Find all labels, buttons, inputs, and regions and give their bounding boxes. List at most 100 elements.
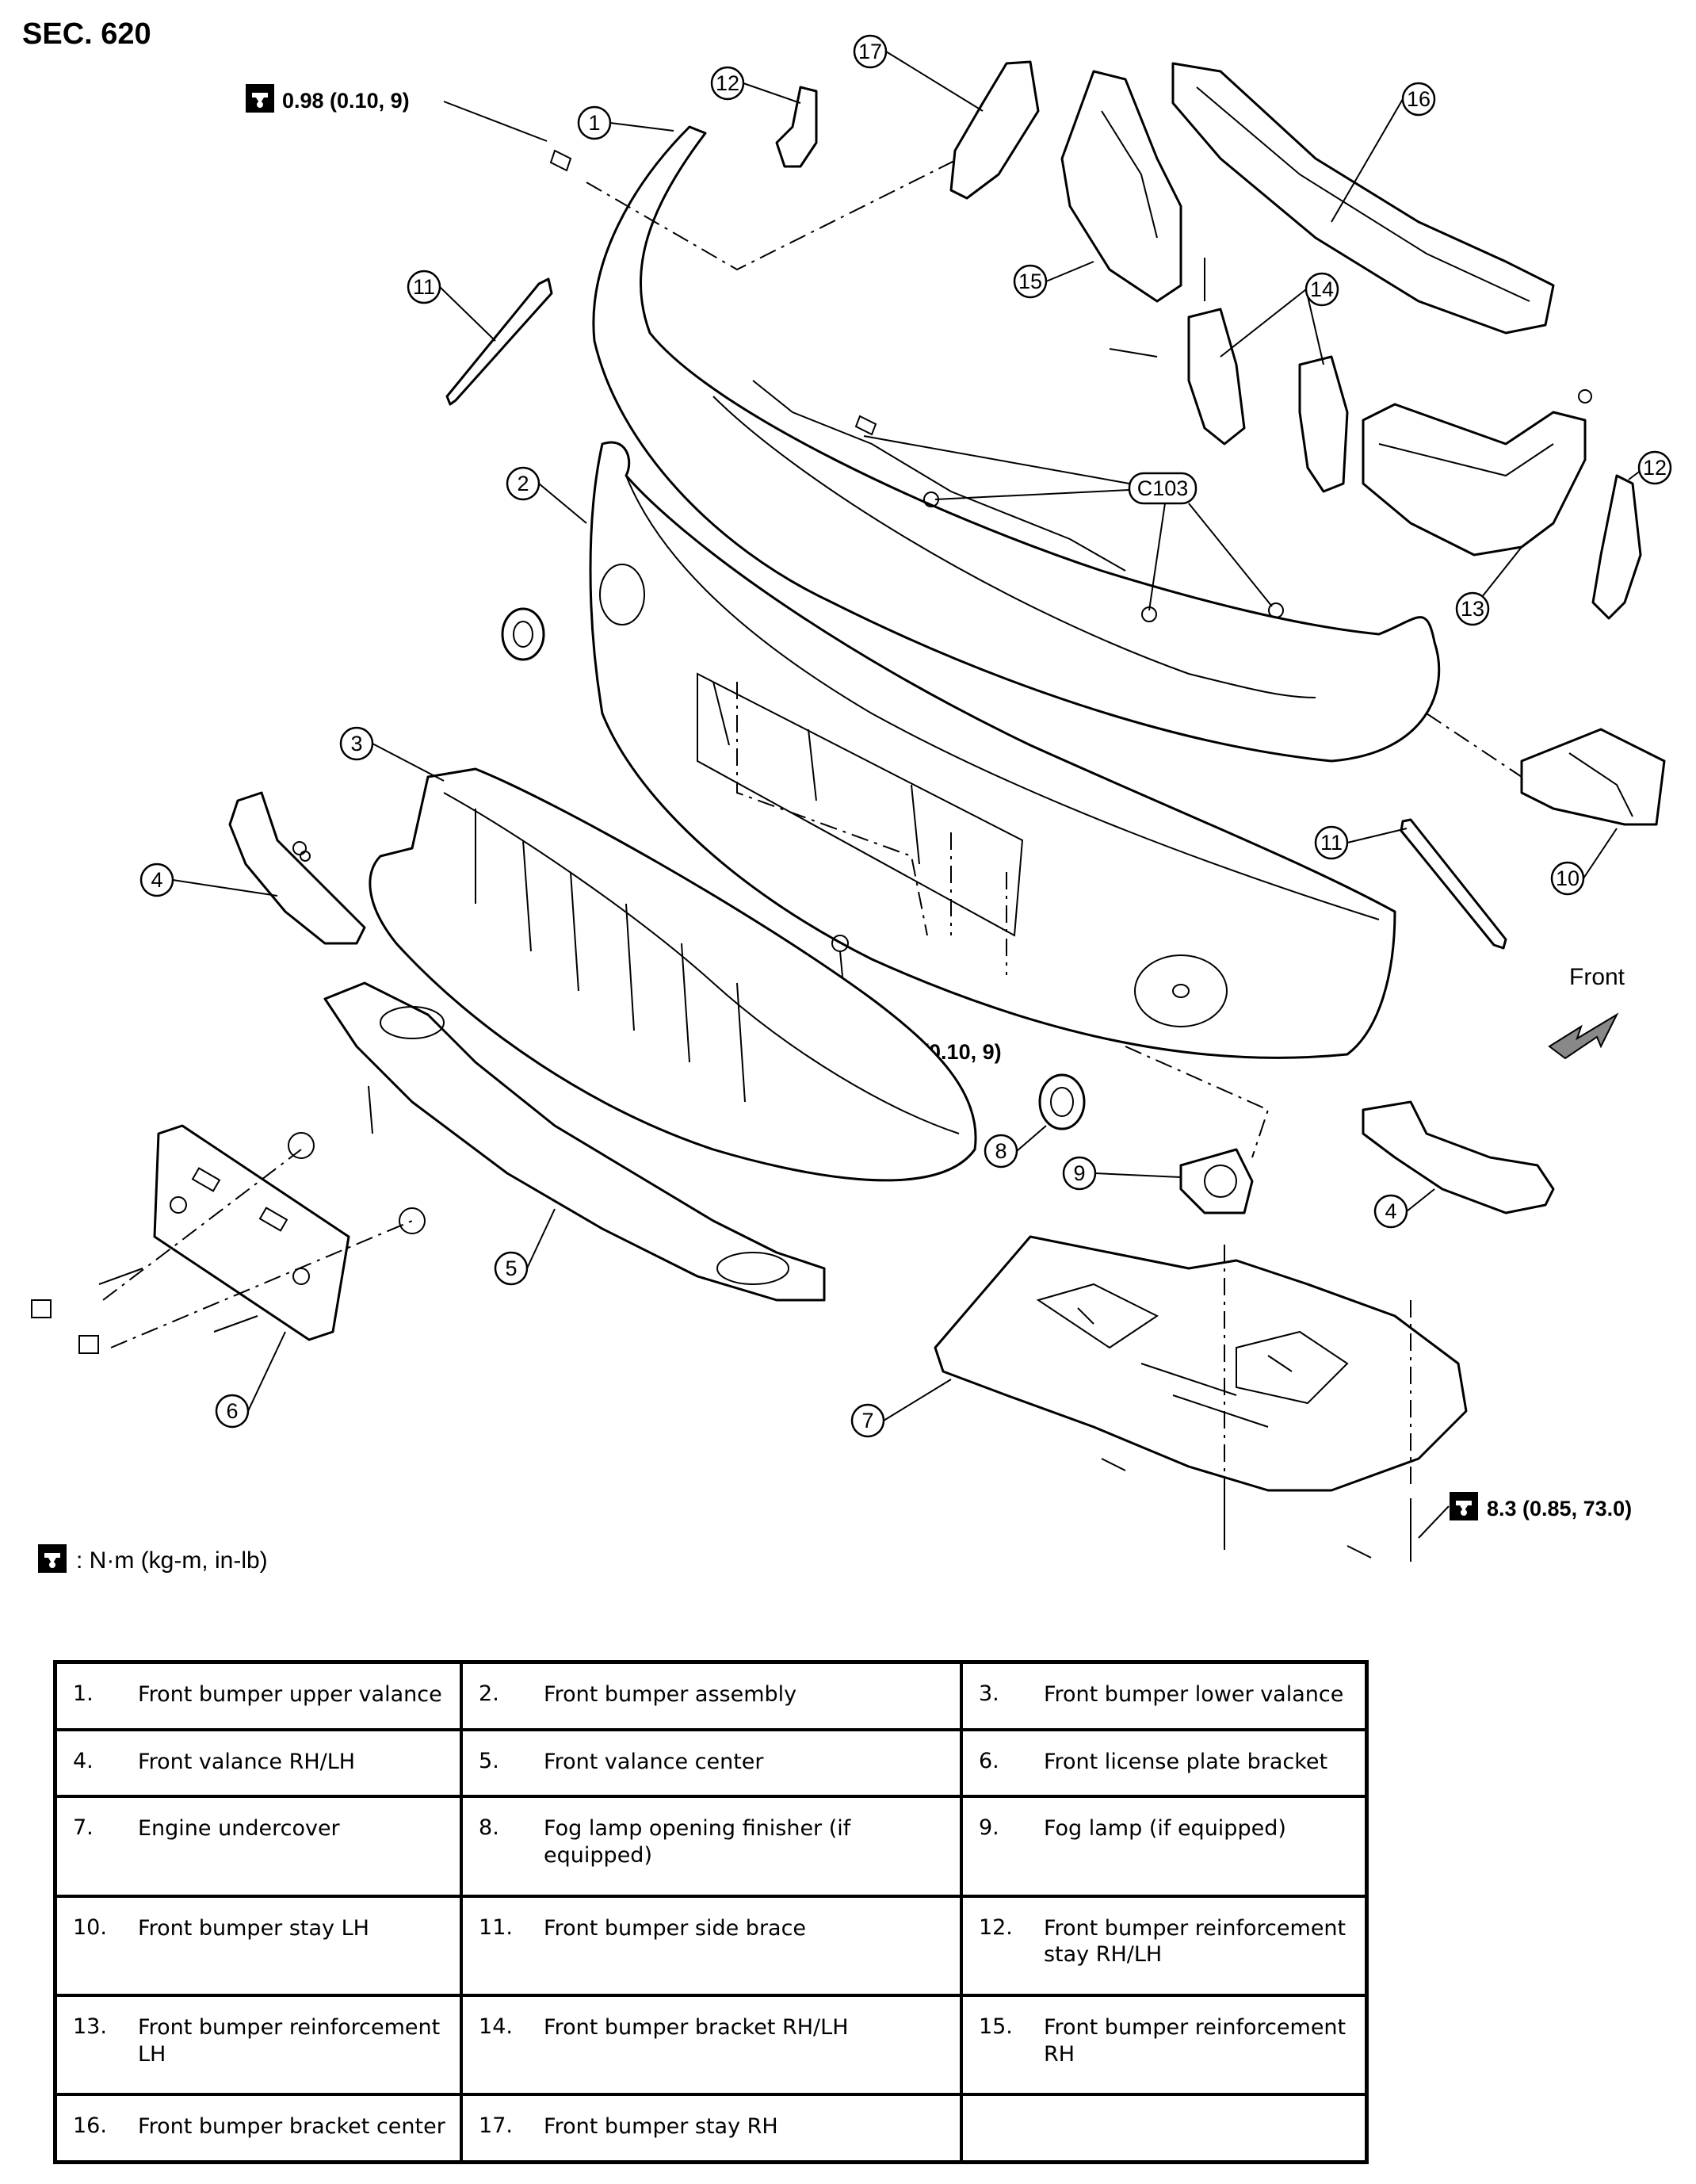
callout-4-rh: 4	[1373, 1188, 1435, 1229]
svg-text:7: 7	[861, 1409, 873, 1432]
legend-cell: 16.Front bumper bracket center	[53, 2093, 464, 2164]
section-title: SEC. 620	[22, 17, 151, 51]
part-front-bumper-bracket-rh-lh	[1187, 308, 1349, 493]
legend-cell: 12.Front bumper reinforcement stay RH/LH	[959, 1894, 1369, 1997]
callout-12-right: 12	[1628, 450, 1672, 485]
svg-text:12: 12	[716, 71, 739, 95]
table-row: 7.Engine undercover 8.Fog lamp opening f…	[53, 1795, 1369, 1898]
part-name: Engine undercover	[138, 1816, 340, 1842]
legend-cell: 8.Fog lamp opening finisher (if equipped…	[460, 1795, 963, 1898]
torque-value: 8.3 (0.85, 73.0)	[1487, 1497, 1632, 1520]
svg-text:4: 4	[151, 868, 162, 892]
svg-text:5: 5	[505, 1256, 517, 1280]
callout-7: 7	[850, 1379, 952, 1438]
legend-cell	[959, 2093, 1369, 2164]
callout-13: 13	[1455, 546, 1522, 626]
part-reinforcement-stay-right	[1591, 474, 1642, 620]
part-name: Front bumper stay LH	[138, 1915, 369, 1941]
svg-text:2: 2	[517, 472, 529, 495]
part-front-bumper-bracket-center	[1171, 62, 1555, 335]
part-front-valance-lh	[228, 791, 366, 945]
part-name: Front bumper bracket center	[138, 2114, 445, 2140]
legend-cell: 7.Engine undercover	[53, 1795, 464, 1898]
legend-cell: 4.Front valance RH/LH	[53, 1727, 464, 1799]
torque-spec-top: 0.98 (0.10, 9)	[246, 84, 548, 142]
svg-text:15: 15	[1018, 270, 1042, 293]
torque-value: 0.98 (0.10, 9)	[282, 89, 410, 113]
part-engine-undercover	[934, 1235, 1468, 1492]
part-front-bumper-assembly	[589, 441, 1396, 1059]
legend-cell: 3.Front bumper lower valance	[959, 1660, 1369, 1731]
torque-legend: : N·m (kg-m, in-lb)	[38, 1544, 268, 1574]
legend-cell: 15.Front bumper reinforcement RH	[959, 1993, 1369, 2097]
part-name: Front license plate bracket	[1043, 1749, 1328, 1774]
part-name: Fog lamp (if equipped)	[1043, 1816, 1286, 1842]
part-name: Front bumper bracket RH/LH	[544, 2014, 849, 2040]
svg-text:13: 13	[1461, 597, 1484, 621]
wrench-icon	[1450, 1492, 1478, 1520]
part-name: Front bumper reinforcement LH	[138, 2014, 441, 2067]
wrench-icon	[38, 1544, 67, 1573]
part-front-bumper-stay-rh	[949, 60, 1040, 200]
callout-10: 10	[1550, 828, 1618, 896]
legend-cell: 17.Front bumper stay RH	[460, 2093, 963, 2164]
front-label: Front	[1569, 964, 1625, 990]
part-front-bumper-upper-valance	[592, 125, 1441, 763]
callout-6: 6	[215, 1331, 286, 1429]
svg-text:8: 8	[995, 1139, 1007, 1163]
part-fog-lamp-finisher-left	[501, 607, 545, 661]
svg-text:1: 1	[588, 111, 600, 135]
fasteners	[31, 149, 1592, 1562]
part-name: Front valance center	[544, 1749, 764, 1774]
parts-legend-table: 1.Front bumper upper valance 2.Front bum…	[53, 1660, 1369, 2164]
table-row: 10.Front bumper stay LH 11.Front bumper …	[53, 1894, 1369, 1997]
legend-cell: 13.Front bumper reinforcement LH	[53, 1993, 464, 2097]
svg-text:11: 11	[1320, 831, 1343, 855]
callout-14: 14	[1220, 272, 1339, 365]
part-name: Front bumper reinforcement stay RH/LH	[1043, 1915, 1346, 1968]
part-front-valance-rh	[1362, 1100, 1555, 1214]
callout-17: 17	[853, 34, 984, 112]
part-front-bumper-lower-valance	[369, 767, 977, 1182]
part-fog-lamp-opening-finisher	[1038, 1073, 1086, 1130]
svg-text:14: 14	[1310, 277, 1334, 301]
assembly-lines	[102, 158, 1522, 1490]
callout-5: 5	[494, 1208, 556, 1286]
callout-11-right: 11	[1314, 825, 1408, 860]
table-row: 1.Front bumper upper valance 2.Front bum…	[53, 1660, 1369, 1731]
part-name: Front valance RH/LH	[138, 1749, 356, 1774]
part-front-license-plate-bracket	[153, 1124, 350, 1341]
callout-9: 9	[1062, 1156, 1182, 1191]
callout-16: 16	[1331, 82, 1436, 223]
legend-cell: 14.Front bumper bracket RH/LH	[460, 1993, 963, 2097]
svg-text:11: 11	[413, 275, 435, 299]
part-name: Front bumper stay RH	[544, 2114, 778, 2140]
legend-cell: 9.Fog lamp (if equipped)	[959, 1795, 1369, 1898]
part-name: Front bumper lower valance	[1043, 1682, 1344, 1707]
callout-12-left: 12	[710, 66, 801, 104]
legend-cell: 2.Front bumper assembly	[460, 1660, 963, 1731]
legend-cell: 6.Front license plate bracket	[959, 1727, 1369, 1799]
table-row: 4.Front valance RH/LH 5.Front valance ce…	[53, 1727, 1369, 1799]
part-name: Front bumper assembly	[544, 1682, 797, 1707]
part-name: Front bumper side brace	[544, 1915, 807, 1941]
clip-code: C103	[1137, 476, 1189, 500]
svg-text:4: 4	[1385, 1199, 1396, 1223]
callout-3: 3	[339, 726, 445, 782]
legend-cell: 5.Front valance center	[460, 1727, 963, 1799]
part-front-valance-center	[323, 981, 826, 1302]
legend-cell: 10.Front bumper stay LH	[53, 1894, 464, 1997]
legend-cell: 11.Front bumper side brace	[460, 1894, 963, 1997]
table-row: 16.Front bumper bracket center 17.Front …	[53, 2093, 1369, 2164]
callout-15: 15	[1013, 261, 1094, 299]
part-name: Front bumper upper valance	[138, 1682, 442, 1707]
part-front-bumper-side-brace-left	[445, 277, 553, 406]
torque-spec-undercover: 8.3 (0.85, 73.0)	[1418, 1492, 1632, 1539]
svg-text:16: 16	[1407, 87, 1431, 111]
exploded-parts-diagram: 0.98 (0.10, 9) 0.98 (0.10, 9) 8.3 (0.85,…	[31, 34, 1672, 1574]
torque-legend-text: : N·m (kg-m, in-lb)	[76, 1547, 268, 1574]
callout-4-lh: 4	[139, 863, 278, 897]
callout-8: 8	[984, 1125, 1047, 1168]
callout-11-left: 11	[407, 270, 496, 342]
svg-text:9: 9	[1073, 1161, 1085, 1185]
